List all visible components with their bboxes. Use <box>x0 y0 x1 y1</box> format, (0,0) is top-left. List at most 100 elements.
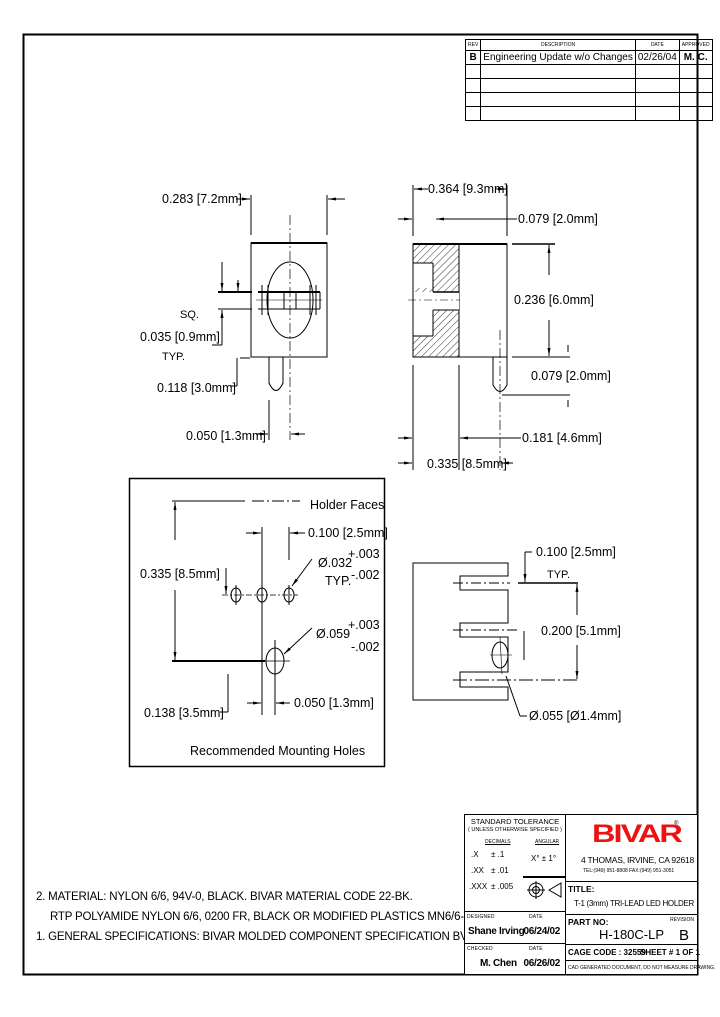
dim-small-hole-tol-plus: +.003 <box>348 547 380 561</box>
part-number-label: PART NO: <box>568 917 609 927</box>
dimension-labels: 0.283 [7.2mm] SQ. 0.035 [0.9mm] TYP. 0.1… <box>140 182 621 758</box>
dim-sq-label: SQ. <box>180 309 199 321</box>
revision-label: REVISION <box>670 917 694 923</box>
dim-bottom-pitch: 0.100 [2.5mm] <box>536 545 616 559</box>
approved-cell <box>678 106 713 121</box>
holder-faces-label: Holder Faces <box>310 498 384 512</box>
front-view <box>212 195 345 440</box>
tol-value-2: ± .01 <box>491 866 509 875</box>
date-cell <box>634 78 680 93</box>
tol-value-1: ± .1 <box>491 850 505 859</box>
dim-hole-offset: 0.138 [3.5mm] <box>144 706 224 720</box>
dim-large-hole: Ø.059 <box>316 627 350 641</box>
dim-side-post: 0.079 [2.0mm] <box>531 369 611 383</box>
date-cell: 02/26/04 <box>634 50 680 65</box>
drawing-title: T-1 (3mm) TRI-LEAD LED HOLDER <box>573 899 694 908</box>
approved-cell <box>678 92 713 107</box>
description-cell <box>480 64 636 79</box>
note-2-continued: RTP POLYAMIDE NYLON 6/6, 0200 FR, BLACK … <box>50 911 500 923</box>
dim-hole-pitch: 0.100 [2.5mm] <box>308 526 388 540</box>
dim-hole-depth: 0.335 [8.5mm] <box>140 567 220 581</box>
rev-cell <box>464 92 482 107</box>
date-cell <box>634 92 680 107</box>
revision-letter: B <box>678 927 689 944</box>
rev-cell <box>464 106 482 121</box>
designed-label: DESIGNED <box>467 914 495 920</box>
bivar-logo: BIVAR <box>592 820 683 848</box>
company-phone: TEL:(949) 951-8808 FAX:(949) 951-3051 <box>583 868 675 874</box>
note-1: 1. GENERAL SPECIFICATIONS: BIVAR MOLDED … <box>36 931 513 943</box>
part-number-block: PART NO: REVISION H-180C-LP B <box>565 914 698 945</box>
cage-code: CAGE CODE : 32559 <box>568 948 646 957</box>
checked-block: CHECKED DATE M. Chen 06/26/02 <box>464 943 566 975</box>
sheet-number: SHEET # 1 OF 1 <box>640 948 701 957</box>
description-cell: Engineering Update w/o Changes <box>480 50 636 65</box>
tol-value-3: ± .005 <box>491 882 514 891</box>
note-2: 2. MATERIAL: NYLON 6/6, 94V-0, BLACK. BI… <box>36 891 413 903</box>
dim-pin-offset: 0.050 [1.3mm] <box>186 429 266 443</box>
checked-by: M. Chen <box>480 958 517 969</box>
description-cell <box>480 92 636 107</box>
revision-row <box>464 106 713 121</box>
rev-cell <box>464 64 482 79</box>
dim-side-lip: 0.079 [2.0mm] <box>518 212 598 226</box>
side-view <box>398 185 570 470</box>
revision-row <box>464 92 713 107</box>
dim-front-width: 0.283 [7.2mm] <box>162 192 242 206</box>
description-cell <box>480 78 636 93</box>
approved-header: APPROVED <box>678 39 713 51</box>
cad-disclaimer: CAD GENERATED DOCUMENT, DO NOT MEASURE D… <box>568 965 716 971</box>
dim-side-overall: 0.364 [9.3mm] <box>428 182 508 196</box>
part-number: H-180C-LP <box>599 927 665 942</box>
disclaimer-block: CAD GENERATED DOCUMENT, DO NOT MEASURE D… <box>565 960 715 975</box>
tol-place-2: .XX <box>471 866 484 875</box>
date-cell <box>634 64 680 79</box>
description-header: DESCRIPTION <box>480 39 636 51</box>
dim-bottom-post: Ø.055 [Ø1.4mm] <box>529 709 621 723</box>
dim-side-body: 0.335 [8.5mm] <box>427 457 507 471</box>
sheet-border <box>22 33 699 976</box>
dim-small-hole-typ: TYP. <box>325 574 351 588</box>
rev-cell: B <box>464 50 482 65</box>
dim-large-hole-tol-minus: -.002 <box>351 640 380 654</box>
dim-bottom-typ: TYP. <box>547 569 570 581</box>
dim-pin-square: 0.035 [0.9mm] <box>140 330 220 344</box>
tol-place-3: .XXX <box>469 882 488 891</box>
checked-label: CHECKED <box>467 946 493 952</box>
decimals-header: DECIMALS <box>485 839 511 845</box>
mounting-holes-title: Recommended Mounting Holes <box>190 744 365 758</box>
revision-row <box>464 78 713 93</box>
dim-bottom-span: 0.200 [5.1mm] <box>541 624 621 638</box>
designed-date-label: DATE <box>529 914 543 920</box>
company-block: BIVAR ® 4 THOMAS, IRVINE, CA 92618 TEL:(… <box>565 814 698 882</box>
date-header: DATE <box>634 39 680 51</box>
title-block: TITLE: T-1 (3mm) TRI-LEAD LED HOLDER <box>565 881 698 915</box>
approved-cell <box>678 64 713 79</box>
cage-block: CAGE CODE : 32559 SHEET # 1 OF 1 <box>565 944 701 961</box>
checked-date-label: DATE <box>529 946 543 952</box>
dim-typ-label: TYP. <box>162 351 185 363</box>
dim-side-height: 0.236 [6.0mm] <box>514 293 594 307</box>
registered-mark: ® <box>674 821 679 827</box>
designed-block: DESIGNED DATE Shane Irving 06/24/02 <box>464 911 566 944</box>
dim-large-hole-tol-plus: +.003 <box>348 618 380 632</box>
designed-by: Shane Irving <box>468 926 525 937</box>
bottom-view <box>412 551 579 717</box>
approved-cell <box>678 78 713 93</box>
mounting-holes-view <box>128 477 386 768</box>
angular-tolerance: X° ± 1° <box>531 854 557 863</box>
dim-small-hole-tol-minus: -.002 <box>351 568 380 582</box>
approved-cell: M. C. <box>678 50 713 65</box>
third-angle-projection-icon <box>527 881 562 899</box>
tolerance-block: STANDARD TOLERANCE ( UNLESS OTHERWISE SP… <box>464 814 567 912</box>
dim-post-offset: 0.050 [1.3mm] <box>294 696 374 710</box>
revision-table: REV DESCRIPTION DATE APPROVED B Engineer… <box>464 39 713 121</box>
tolerance-subtitle: ( UNLESS OTHERWISE SPECIFIED ) <box>467 827 563 833</box>
rev-header: REV <box>464 39 482 51</box>
tol-place-1: .X <box>471 850 479 859</box>
revision-row: B Engineering Update w/o Changes 02/26/0… <box>464 50 713 65</box>
dim-small-hole: Ø.032 <box>318 556 352 570</box>
checked-date: 06/26/02 <box>523 958 560 969</box>
